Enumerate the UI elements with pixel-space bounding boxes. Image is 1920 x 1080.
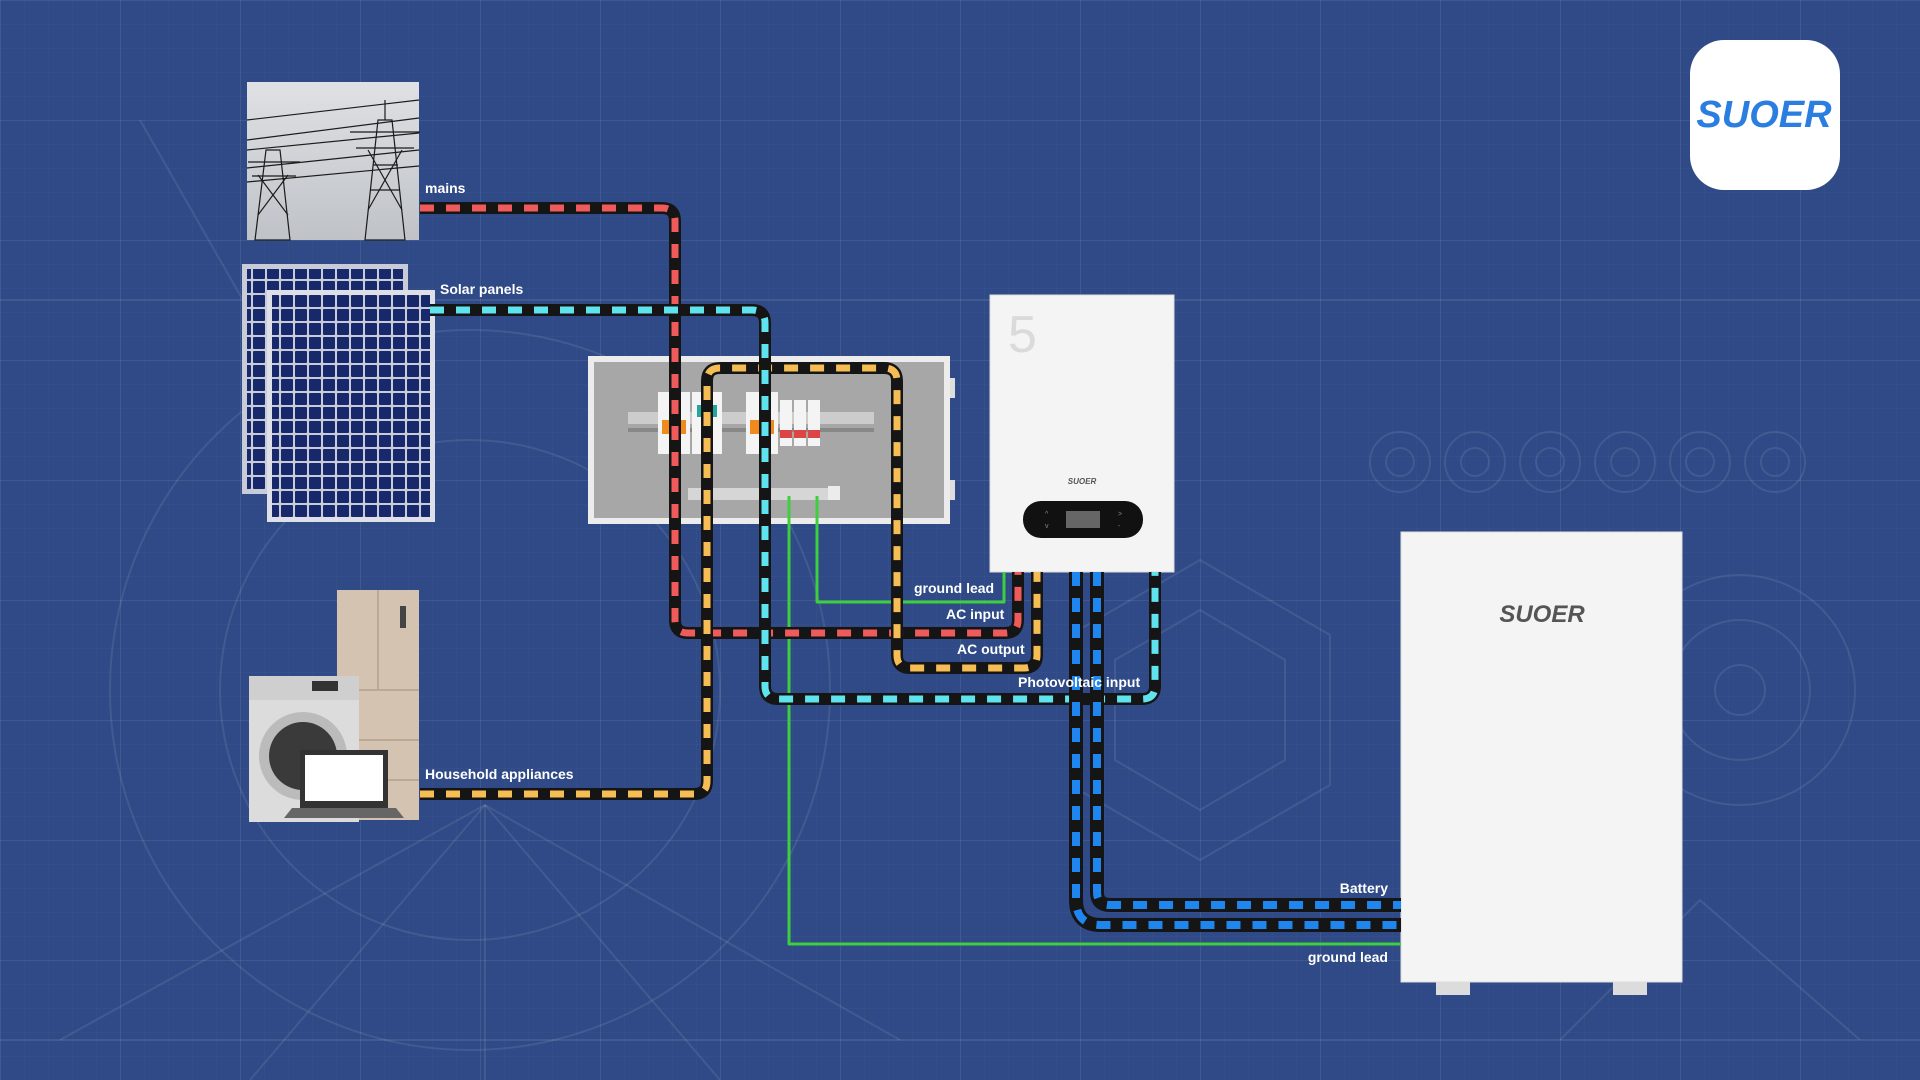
label-ac-output: AC output <box>957 641 1025 657</box>
battery-cabinet: SUOER <box>1400 531 1683 995</box>
suoer-logo: SUOER <box>1690 40 1840 190</box>
svg-text:>: > <box>1118 511 1122 518</box>
ground-leads <box>787 496 1401 946</box>
label-ground-lead-battery: ground lead <box>1308 949 1388 965</box>
label-solar-panels: Solar panels <box>440 281 523 297</box>
photovoltaic-cable <box>430 306 1159 703</box>
inverter-model-number: 5 <box>1008 306 1037 364</box>
battery-brand-logo: SUOER <box>1499 601 1585 628</box>
power-pylon-image <box>246 82 420 241</box>
inverter-display <box>1066 511 1100 528</box>
wire-labels: mains Solar panels Household appliances … <box>425 180 1388 965</box>
suoer-logo-text: SUOER <box>1696 94 1832 136</box>
label-battery: Battery <box>1340 880 1388 896</box>
svg-text:^: ^ <box>1045 511 1049 518</box>
label-mains: mains <box>425 180 466 196</box>
label-household-appliances: Household appliances <box>425 766 574 782</box>
ac-output-cable <box>420 364 1041 798</box>
label-ac-input: AC input <box>946 606 1005 622</box>
background-decoration <box>0 119 1920 1080</box>
svg-text:-: - <box>1118 523 1121 530</box>
battery-cable-negative <box>1072 572 1401 929</box>
household-appliances-image <box>249 590 419 822</box>
ground-wire-inverter <box>815 496 1006 604</box>
inverter-brand-logo: SUOER <box>1068 477 1097 486</box>
label-photovoltaic-input: Photovoltaic input <box>1018 674 1140 690</box>
ground-wire-battery <box>787 496 1401 946</box>
cables <box>420 202 1401 932</box>
label-ground-lead-inverter: ground lead <box>914 580 994 596</box>
solar-panels-image <box>242 264 435 522</box>
battery-cable-positive <box>1093 572 1401 909</box>
svg-text:v: v <box>1045 523 1049 530</box>
inverter: 5 SUOER ^ v > - <box>989 294 1175 573</box>
